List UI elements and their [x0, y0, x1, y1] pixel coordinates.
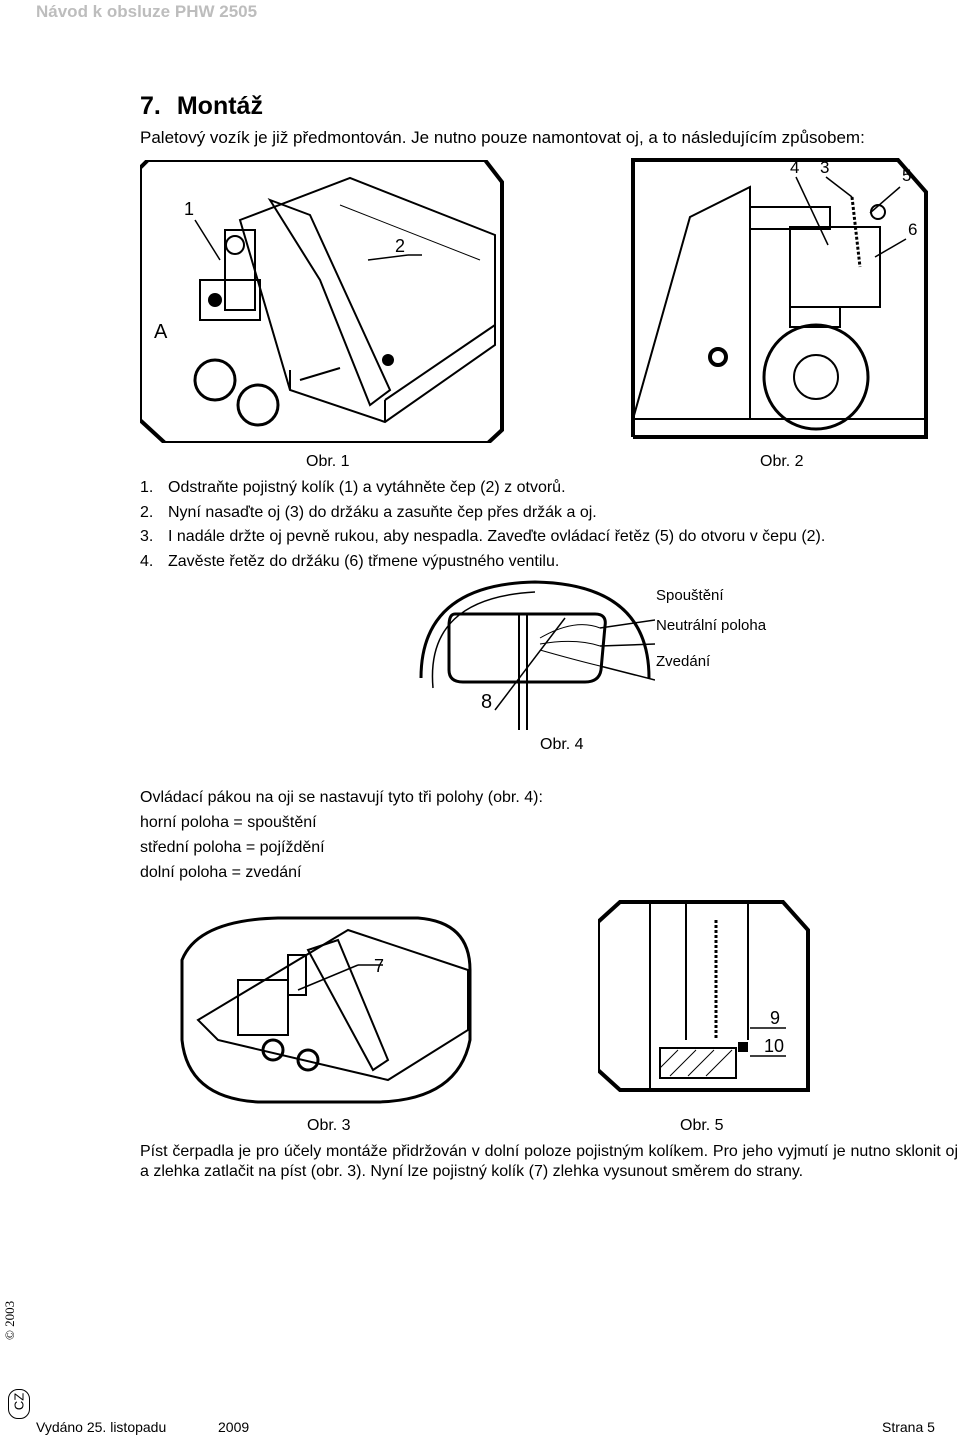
figure-3-label-7: 7	[374, 956, 384, 976]
position-neutral-label: Neutrální poloha	[656, 617, 767, 634]
lever-middle-position: střední poloha = pojíždění	[140, 839, 325, 856]
step-item: 4. Zavěste řetěz do držáku (6) třmene výp…	[140, 550, 825, 575]
lever-upper-position: horní poloha = spouštění	[140, 814, 317, 831]
figure-2-label-5: 5	[902, 166, 911, 185]
figure-3: 7	[178, 910, 478, 1110]
intro-text: Paletový vozík je již předmontován. Je n…	[140, 128, 865, 147]
step-item: 1. Odstraňte pojistný kolík (1) a vytáhně…	[140, 476, 825, 501]
step-number: 2.	[140, 503, 154, 521]
lever-positions: Ovládací pákou na oji se nastavují tyto …	[140, 785, 543, 885]
figure-1: 1 2 A	[140, 160, 510, 443]
step-text: Nyní nasaďte oj (3) do držáku a zasuňte …	[168, 503, 597, 521]
figure-1-label-2: 2	[395, 236, 405, 256]
document-header: Návod k obsluze PHW 2505	[36, 2, 258, 21]
assembly-steps: 1. Odstraňte pojistný kolík (1) a vytáhně…	[140, 476, 825, 574]
figure-3-caption: Obr. 3	[307, 1117, 351, 1134]
section-number: 7.	[140, 92, 161, 120]
figure-4-drawing: 8	[419, 580, 655, 730]
footer-issued: Vydáno 25. listopadu	[36, 1419, 167, 1435]
figure-2: 4 3 5 6	[630, 157, 930, 447]
figure-2-label-4: 4	[790, 158, 799, 177]
position-lowering-label: Spouštění	[656, 587, 724, 604]
step-number: 4.	[140, 552, 154, 570]
step-number: 3.	[140, 528, 154, 545]
figure-3-drawing: 7	[180, 916, 472, 1104]
section-title-text: Montáž	[176, 92, 263, 120]
figure-5-drawing: 9 10	[598, 900, 810, 1092]
footer-year: 2009	[218, 1419, 250, 1435]
figure-5: 9 10	[598, 900, 810, 1096]
figure-2-label-6: 6	[908, 220, 917, 239]
figure-1-label-1: 1	[184, 199, 194, 219]
safety-pin-paragraph: Píst čerpadla je pro účely montáže přidr…	[140, 1143, 958, 1180]
figure-4-label-8: 8	[481, 691, 492, 713]
footer-page: Strana 5	[882, 1419, 935, 1435]
language-badge: CZ	[8, 1389, 30, 1419]
step-text: I nadále držte oj pevně rukou, aby nespa…	[168, 528, 826, 545]
step-item: 3. I nadále držte oj pevně rukou, aby nes…	[140, 525, 825, 550]
position-lifting-label: Zvedání	[656, 653, 711, 670]
section-title: 7. Montáž	[140, 92, 263, 121]
step-number: 1.	[140, 479, 154, 496]
lever-positions-intro: Ovládací pákou na oji se nastavují tyto …	[140, 789, 543, 806]
copyright-notice: © 2003	[2, 1300, 17, 1340]
lever-lower-position: dolní poloha = zvedání	[140, 864, 302, 881]
figure-5-caption: Obr. 5	[680, 1117, 724, 1134]
figure-5-label-10: 10	[764, 1036, 784, 1056]
figure-2-label-3: 3	[820, 158, 829, 177]
figure-1-label-a: A	[154, 321, 168, 343]
step-item: 2. Nyní nasaďte oj (3) do držáku a zasuňt…	[140, 501, 825, 526]
figure-2-drawing: 4 3 5 6	[631, 158, 928, 439]
figure-4: 8	[415, 578, 655, 730]
figure-5-label-9: 9	[770, 1008, 780, 1028]
step-text: Odstraňte pojistný kolík (1) a vytáhněte…	[168, 479, 566, 496]
figure-1-caption: Obr. 1	[306, 453, 350, 470]
figure-1-drawing: 1 2 A	[140, 160, 504, 443]
figure-2-caption: Obr. 2	[760, 453, 804, 470]
step-text: Zavěste řetěz do držáku (6) třmene výpus…	[168, 552, 560, 570]
language-code: CZ	[11, 1392, 27, 1411]
figure-4-caption: Obr. 4	[540, 736, 584, 753]
